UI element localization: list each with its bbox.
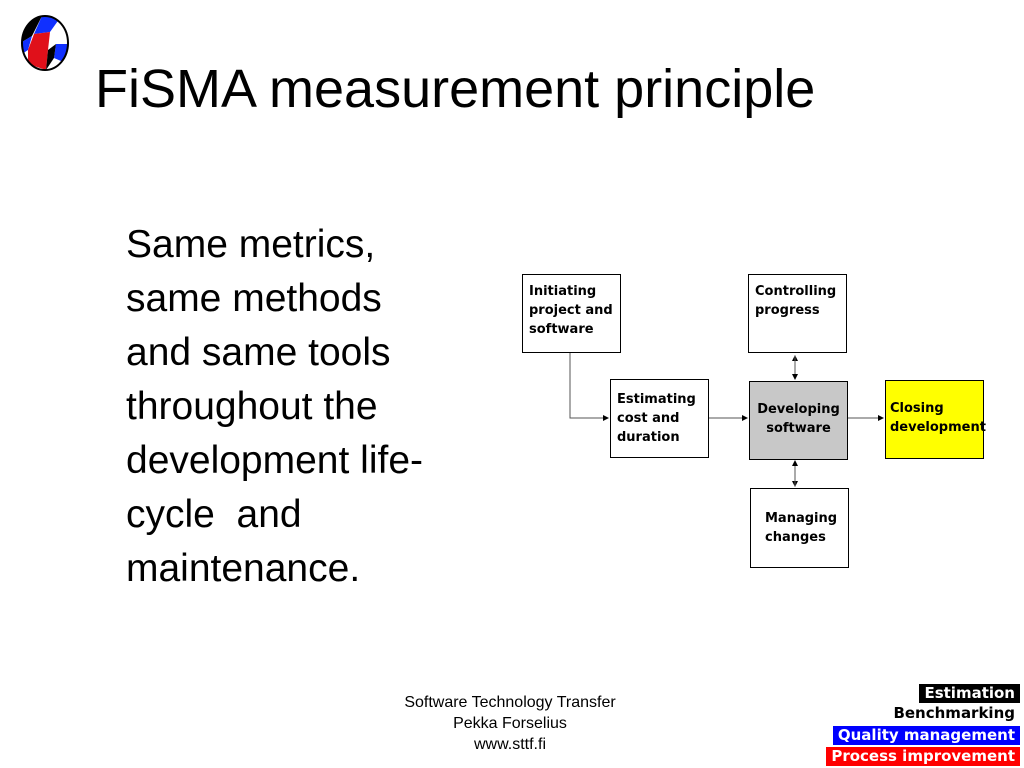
box-developing: Developing software [749,381,848,460]
diagram-connectors [569,353,884,487]
tag-benchmarking: Benchmarking [888,704,1020,723]
box-line: changes [765,530,826,545]
box-line: Closing [890,401,944,416]
box-line: project and [529,303,613,318]
box-line: Estimating [617,392,696,407]
footer-line: www.sttf.fi [473,736,546,753]
body-line: development life- [126,439,423,482]
slide-body-text: Same metrics, same methods and same tool… [126,218,486,596]
body-line: and same tools [126,331,391,374]
box-line: Managing [765,511,838,526]
body-line: cycle and [126,493,302,536]
box-managing: Managing changes [750,488,849,568]
slide-title: FiSMA measurement principle [95,59,816,119]
box-line: duration [617,430,680,445]
box-line: progress [755,303,820,318]
body-line: throughout the [126,385,378,428]
body-line: same methods [126,277,382,320]
company-logo [21,15,69,71]
box-line: Initiating [529,284,597,299]
connector-initiating-estimating [569,353,609,421]
box-estimating: Estimating cost and duration [610,379,709,458]
box-line: software [529,322,594,337]
slide-footer: Software Technology Transfer Pekka Forse… [340,692,680,755]
tag-process-improvement: Process improvement [826,747,1020,766]
box-initiating: Initiating project and software [522,274,621,353]
box-line: Controlling [755,284,837,299]
body-line: maintenance. [126,547,361,590]
box-line: development [890,420,986,435]
footer-line: Pekka Forselius [453,715,567,732]
tag-quality-management: Quality management [832,726,1020,745]
box-controlling: Controlling progress [748,274,847,353]
process-diagram: Initiating project and software Controll… [515,268,995,578]
box-line: Developing [757,402,840,417]
service-tags: Estimation Benchmarking Quality manageme… [794,684,1024,768]
box-line: cost and [617,411,680,426]
tag-estimation: Estimation [919,684,1020,703]
box-line: software [766,421,831,436]
footer-line: Software Technology Transfer [404,694,616,711]
box-closing: Closing development [885,380,986,459]
body-line: Same metrics, [126,223,376,266]
